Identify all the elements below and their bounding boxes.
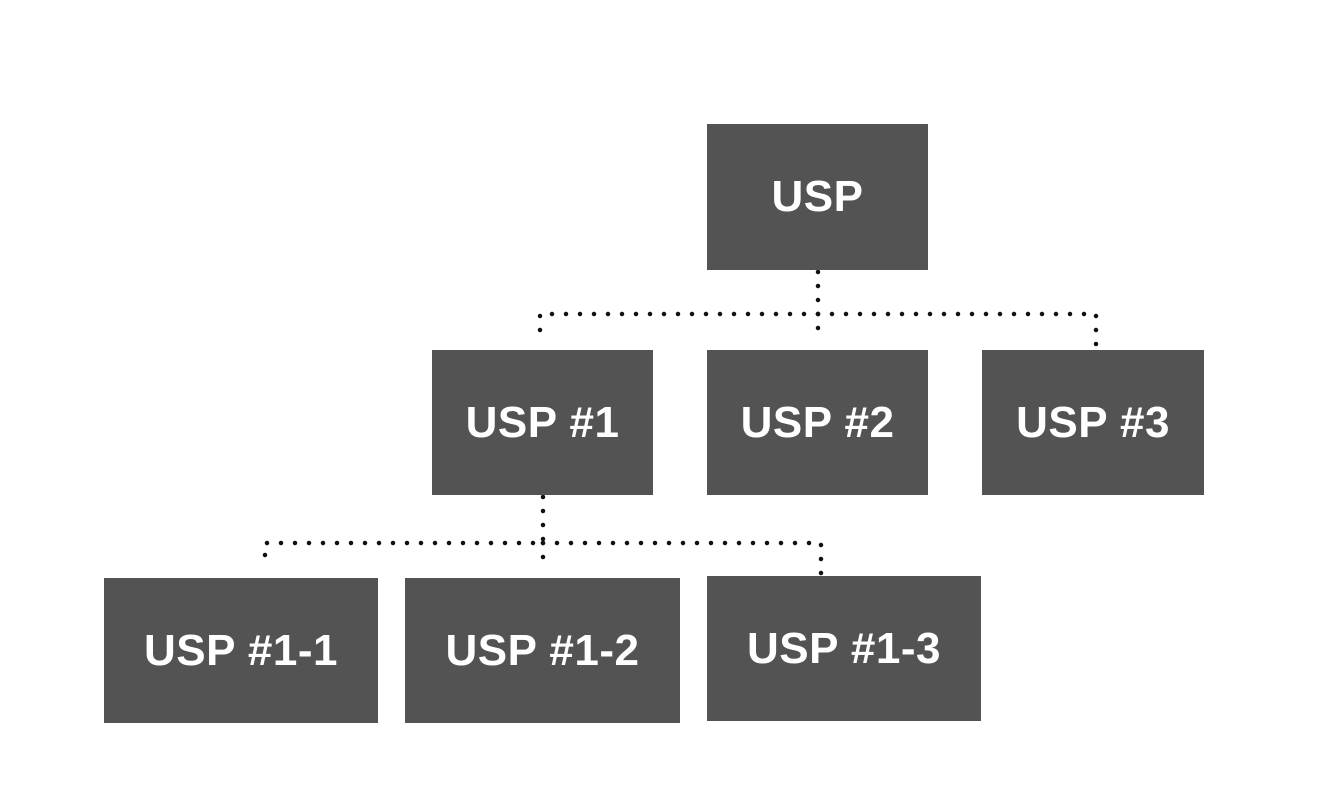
node-label: USP #1-1 [144,625,338,675]
connector-usp-to-usp1 [537,269,821,343]
node-usp-1-2: USP #1-2 [405,578,680,723]
node-label: USP #3 [1016,397,1170,447]
connector-usp-to-usp3 [815,311,1099,353]
node-usp-2: USP #2 [707,350,928,495]
node-usp: USP [707,124,928,270]
node-usp-1: USP #1 [432,350,653,495]
node-label: USP [771,172,864,221]
node-usp-1-1: USP #1-1 [104,578,378,723]
node-label: USP #1 [465,397,620,447]
node-label: USP #2 [740,397,895,447]
connector-usp1-to-usp1-3 [540,540,824,581]
node-label: USP #1-2 [445,625,640,675]
node-usp-1-3: USP #1-3 [707,576,981,721]
node-usp-3: USP #3 [982,350,1204,495]
connector-usp1-to-usp1-1 [262,494,546,571]
node-label: USP #1-3 [747,623,941,673]
